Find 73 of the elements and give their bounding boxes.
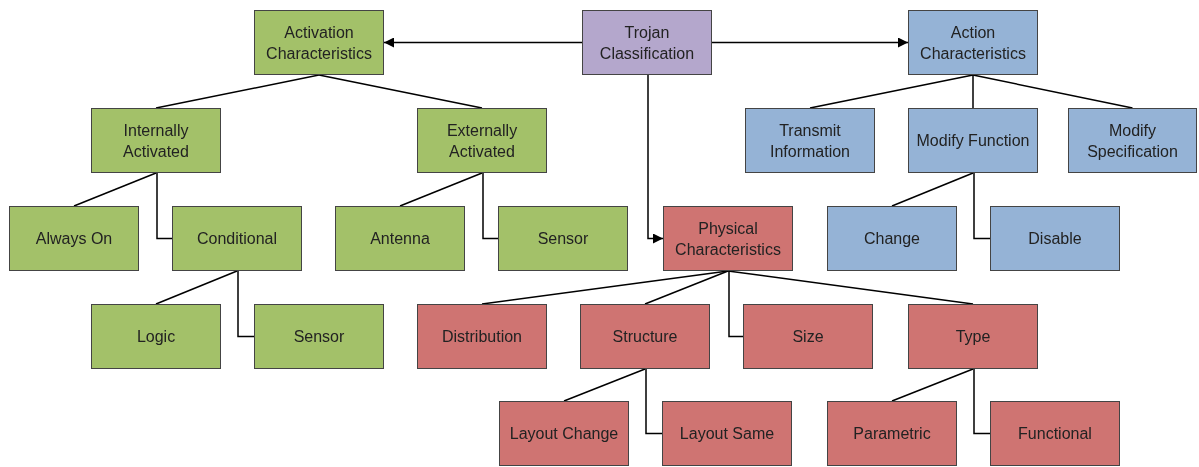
connector-line [727,270,974,305]
node-label: Distribution [442,327,522,347]
connector-line [891,368,974,402]
category-box [827,401,957,466]
node-label: Structure [612,327,678,347]
node-label: Transmit Information [768,120,851,162]
category-box [745,108,875,173]
connector-line [809,74,974,109]
category-box [908,10,1038,75]
arrow [647,74,664,244]
node-label: Layout Change [509,424,619,444]
connector-line [973,172,991,240]
category-box [1068,108,1197,173]
category-box [91,304,221,369]
category-box [663,206,793,271]
connector-line [644,270,729,305]
node-label: Functional [1018,424,1092,444]
node-label: Externally Activated [445,120,519,162]
connector-line [399,172,483,207]
node-label: Sensor [293,327,345,347]
category-box [172,206,302,271]
connector-line [482,172,499,240]
category-box [990,206,1120,271]
arrow [711,37,909,48]
category-box [908,304,1038,369]
category-box [91,108,221,173]
node-label: Internally Activated [122,120,190,162]
category-box [417,304,547,369]
node-label: Action Characteristics [919,22,1027,64]
category-box [254,304,384,369]
connector-line [972,74,1134,109]
node-label: Physical Characteristics [674,218,782,260]
arrow [383,37,583,48]
node-label: Type [955,327,991,347]
node-label: Disable [1028,229,1082,249]
connector-line [728,270,744,338]
category-box [743,304,873,369]
connector-line [237,270,255,338]
category-box [827,206,957,271]
node-label: Layout Same [679,424,775,444]
category-box [580,304,710,369]
node-label: Sensor [537,229,589,249]
node-label: Activation Characteristics [265,22,373,64]
category-box [582,10,712,75]
node-label: Always On [35,229,113,249]
connector-line [891,172,974,207]
category-box [990,401,1120,466]
node-label: Parametric [853,424,931,444]
category-box [908,108,1038,173]
category-box [254,10,384,75]
connector-line [155,270,238,305]
connector-line [156,172,173,240]
node-label: Size [792,327,824,347]
category-box [417,108,547,173]
node-label: Change [863,229,920,249]
connector-line [645,368,663,435]
connector-line [318,74,483,109]
node-label: Antenna [370,229,430,249]
connector-line [563,368,646,402]
connector-line [73,172,157,207]
category-box [335,206,465,271]
connector-line [972,74,974,109]
node-label: Conditional [196,229,278,249]
node-label: Logic [136,327,176,347]
category-box [9,206,139,271]
category-box [662,401,792,466]
category-box [499,401,629,466]
node-label: Trojan Classification [598,22,696,64]
category-box [498,206,628,271]
node-label: Modify Function [916,131,1030,151]
node-label: Modify Specification [1086,120,1179,162]
connector-line [155,74,320,109]
connector-line [973,368,991,435]
